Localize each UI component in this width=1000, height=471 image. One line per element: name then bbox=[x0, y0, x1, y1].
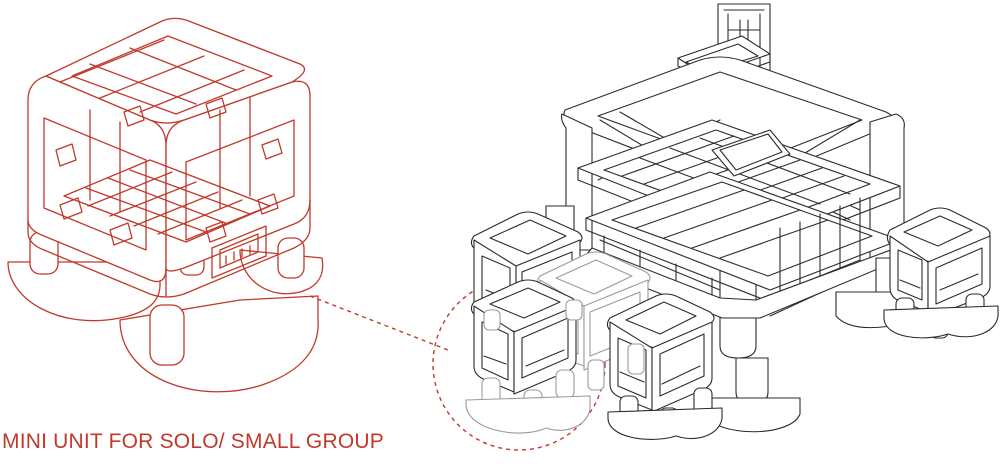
mini-unit-back-left-base bbox=[483, 299, 645, 391]
main-station bbox=[545, 3, 913, 433]
highlight-circle bbox=[432, 277, 606, 451]
diagram-caption: MINI UNIT FOR SOLO/ SMALL GROUP bbox=[2, 430, 384, 453]
leader-line bbox=[309, 295, 449, 351]
mini-unit-front-middle bbox=[606, 293, 723, 440]
mini-unit-detail bbox=[7, 17, 324, 393]
mini-unit-right bbox=[883, 207, 999, 339]
